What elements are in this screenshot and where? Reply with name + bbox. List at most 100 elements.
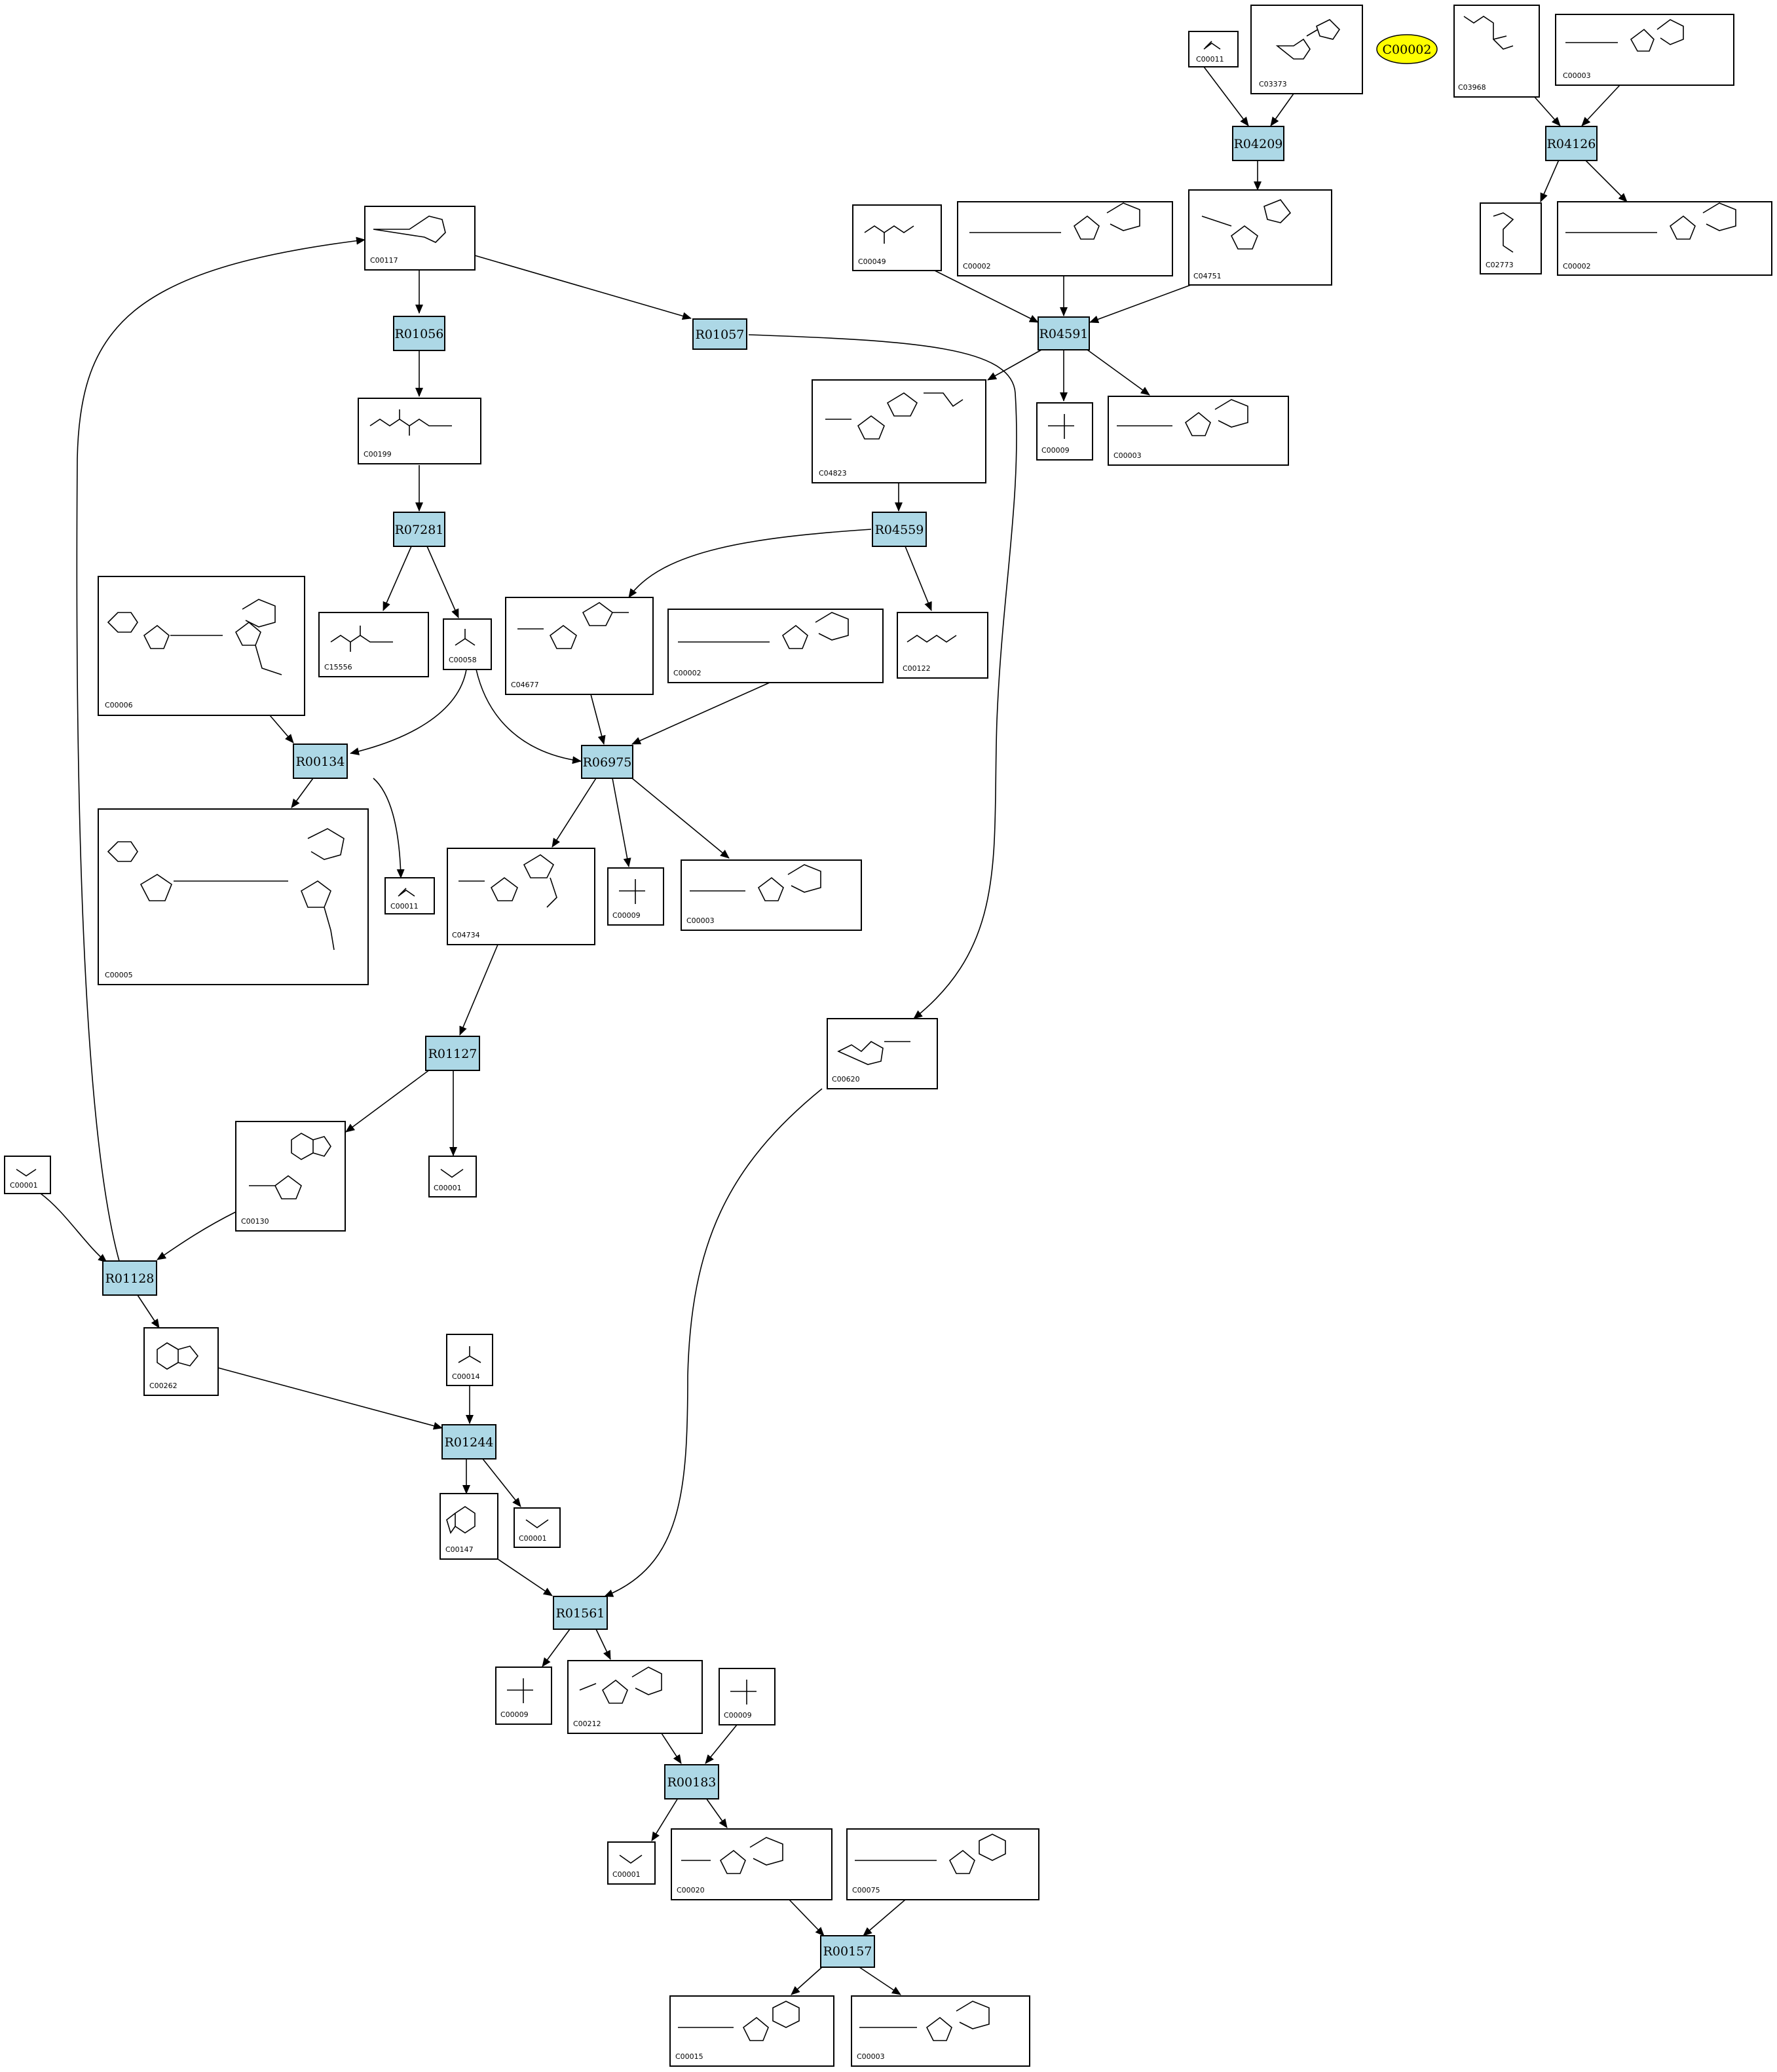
reaction-r00134[interactable]: R00134 [293, 744, 348, 779]
compound-label: C00262 [149, 1382, 178, 1390]
compound-c15556[interactable]: C15556 [318, 612, 429, 677]
edge-c03968-r04126 [1533, 96, 1561, 126]
reaction-r07281[interactable]: R07281 [393, 512, 445, 547]
compound-c00009-b[interactable]: C00009 [607, 867, 664, 926]
compound-c04677[interactable]: C04677 [505, 597, 654, 695]
reaction-r01056[interactable]: R01056 [393, 316, 445, 351]
compound-label: C00006 [105, 701, 133, 709]
compound-c00001-bottom[interactable]: C00001 [607, 1841, 656, 1885]
edge-r00157-c00015 [791, 1967, 823, 1995]
compound-c00009-a[interactable]: C00009 [1036, 402, 1093, 461]
compound-c00020[interactable]: C00020 [671, 1828, 832, 1900]
reaction-label: R01561 [556, 1606, 605, 1621]
compound-c00002-top[interactable]: C00002 [957, 201, 1173, 276]
reaction-r01128[interactable]: R01128 [102, 1260, 157, 1296]
edge-r01127-c00130 [345, 1067, 433, 1133]
compound-label: C00620 [832, 1075, 860, 1083]
compound-c00003-c[interactable]: C00003 [851, 1995, 1030, 2067]
edge-r04591-c00003a [1087, 349, 1150, 396]
edge-c00147-r01561 [497, 1558, 553, 1596]
compound-c00117[interactable]: C00117 [364, 206, 476, 271]
compound-c00015[interactable]: C00015 [669, 1995, 834, 2067]
compound-label: C00014 [452, 1372, 480, 1381]
compound-c03373[interactable]: C03373 [1250, 5, 1363, 94]
edge-c00011-r04209 [1203, 66, 1249, 126]
compound-label: C00001 [519, 1534, 547, 1543]
compound-c02773[interactable]: C02773 [1480, 202, 1542, 274]
reaction-label: R04591 [1039, 327, 1089, 341]
reaction-r00183[interactable]: R00183 [664, 1764, 719, 1799]
edge-r04126-c00002b [1584, 159, 1628, 202]
compound-c03968[interactable]: C03968 [1453, 5, 1540, 98]
compound-c00075[interactable]: C00075 [846, 1828, 1039, 1900]
edge-r06975-c00003b [631, 778, 730, 859]
edge-c00020-r00157 [789, 1899, 825, 1936]
highlight-label: C00002 [1383, 43, 1432, 57]
highlight-node[interactable]: C00002 [1376, 34, 1438, 64]
edge-r06975-c04734 [552, 778, 597, 848]
edge-c00075-r00157 [863, 1899, 906, 1936]
edge-c00003-r04126 [1581, 85, 1620, 126]
compound-c00005[interactable]: C00005 [98, 808, 369, 985]
reaction-r04559[interactable]: R04559 [872, 512, 927, 547]
compound-c00130[interactable]: C00130 [235, 1121, 346, 1232]
compound-c00006[interactable]: C00006 [98, 576, 305, 716]
compound-c00058[interactable]: C00058 [443, 618, 492, 670]
compound-c00049[interactable]: C00049 [852, 204, 942, 271]
reaction-r06975[interactable]: R06975 [581, 745, 633, 779]
edge-c00130-r01128 [157, 1211, 236, 1260]
reaction-label: R01056 [395, 327, 444, 341]
reaction-label: R01057 [696, 328, 745, 342]
compound-c00003-b[interactable]: C00003 [681, 859, 862, 931]
edge-r00157-c00003c [859, 1967, 901, 1995]
reaction-r04591[interactable]: R04591 [1038, 316, 1090, 350]
reaction-label: R04209 [1234, 137, 1283, 151]
compound-c00002-mid[interactable]: C00002 [667, 609, 884, 683]
reaction-label: R04559 [875, 523, 924, 537]
reaction-r01244[interactable]: R01244 [441, 1424, 496, 1460]
reaction-r00157[interactable]: R00157 [820, 1935, 875, 1968]
compound-c00620[interactable]: C00620 [827, 1018, 938, 1089]
edge-c00009d-r00183 [705, 1724, 738, 1764]
edge-r01244-c00001b [482, 1458, 521, 1507]
reaction-r04126[interactable]: R04126 [1545, 126, 1598, 161]
compound-c00262[interactable]: C00262 [143, 1327, 219, 1396]
compound-c00009-c[interactable]: C00009 [495, 1667, 552, 1725]
reaction-label: R04126 [1547, 137, 1596, 151]
compound-c00011[interactable]: C00011 [1188, 31, 1239, 67]
compound-c00212[interactable]: C00212 [567, 1660, 703, 1734]
compound-c00001-right[interactable]: C00001 [514, 1507, 561, 1548]
compound-c00014[interactable]: C00014 [446, 1334, 493, 1386]
reaction-r01057[interactable]: R01057 [692, 318, 747, 350]
compound-c00009-d[interactable]: C00009 [719, 1668, 776, 1725]
compound-label: C00130 [241, 1217, 269, 1226]
compound-c04734[interactable]: C04734 [447, 848, 595, 945]
edges [40, 66, 1628, 1995]
compound-c00003-top[interactable]: C00003 [1555, 14, 1734, 86]
compound-c00011-b[interactable]: C00011 [384, 877, 435, 914]
edge-c00212-r00183 [661, 1733, 682, 1764]
edge-r01561-c00009c [542, 1629, 571, 1667]
compound-label: C00005 [105, 971, 133, 979]
reaction-r01127[interactable]: R01127 [425, 1036, 480, 1071]
compound-c00199[interactable]: C00199 [358, 398, 481, 464]
edge-r06975-c00009b [612, 778, 631, 867]
compound-label: C15556 [324, 663, 352, 671]
reaction-label: R00157 [823, 1944, 872, 1959]
compound-c00122[interactable]: C00122 [897, 612, 988, 679]
compound-c04751[interactable]: C04751 [1188, 189, 1332, 286]
reaction-r04209[interactable]: R04209 [1232, 126, 1284, 161]
compound-label: C00009 [724, 1711, 752, 1720]
compound-c00003-a[interactable]: C00003 [1108, 396, 1289, 466]
compound-c00002-right[interactable]: C00002 [1557, 201, 1772, 276]
compound-c04823[interactable]: C04823 [812, 379, 986, 483]
compound-label: C00011 [1196, 55, 1224, 64]
reaction-r01561[interactable]: R01561 [553, 1596, 608, 1630]
compound-c00001-left[interactable]: C00001 [4, 1156, 51, 1194]
compound-c00147[interactable]: C00147 [440, 1493, 498, 1560]
edge-c00620-r01561 [604, 1088, 823, 1597]
compound-c00001-mid[interactable]: C00001 [428, 1156, 477, 1197]
compound-label: C00003 [857, 2052, 885, 2061]
compound-label: C00009 [612, 911, 641, 920]
